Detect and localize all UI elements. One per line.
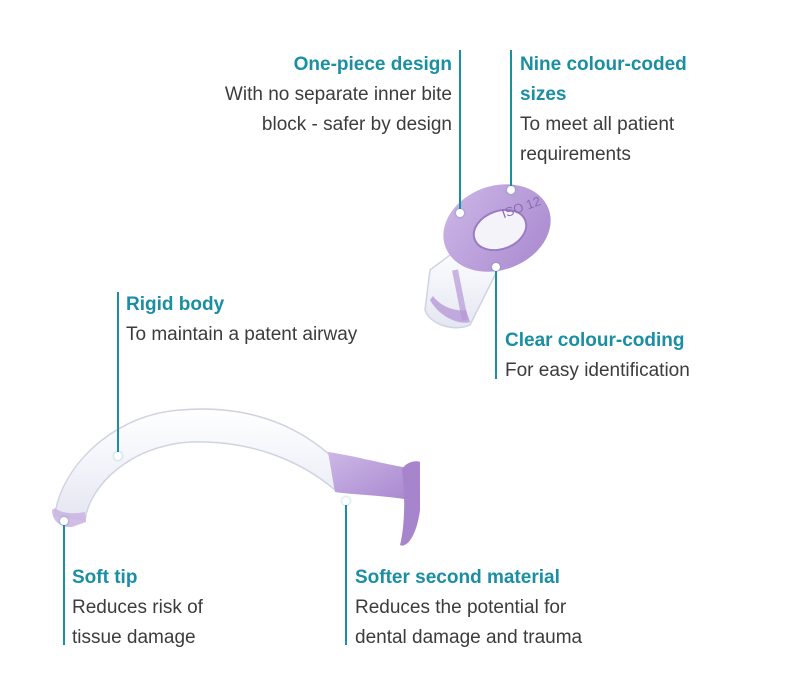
callout-rigid-body-desc: To maintain a patent airway — [126, 324, 358, 345]
leader-dot-soft-tip — [60, 517, 68, 525]
leader-one-piece — [459, 50, 461, 215]
leader-dot-one-piece — [456, 209, 464, 217]
callout-softer-material: Softer second material Reduces the poten… — [355, 563, 582, 653]
airway-second-material — [328, 452, 410, 500]
callout-softer-material-title: Softer second material — [355, 567, 560, 588]
callout-soft-tip: Soft tip Reduces risk of tissue damage — [72, 563, 203, 653]
callout-clear-coding: Clear colour-coding For easy identificat… — [505, 326, 690, 386]
airway-rigid-body — [54, 408, 337, 521]
callout-rigid-body-title: Rigid body — [126, 294, 225, 315]
callout-rigid-body: Rigid body To maintain a patent airway — [126, 290, 357, 350]
leader-softer-material — [345, 500, 347, 645]
airway-flange-side — [400, 461, 420, 546]
callout-soft-tip-title: Soft tip — [72, 567, 138, 588]
callout-nine-sizes-title-2: sizes — [520, 84, 567, 105]
callout-soft-tip-desc-1: Reduces risk of — [72, 597, 203, 618]
callout-nine-sizes-desc-2: requirements — [520, 144, 631, 165]
leader-dot-rigid-body — [114, 452, 122, 460]
callout-one-piece: One-piece design With no separate inner … — [225, 50, 452, 140]
callout-nine-sizes-desc-1: To meet all patient — [520, 114, 675, 135]
callout-softer-material-desc-1: Reduces the potential for — [355, 597, 567, 618]
callout-clear-coding-title: Clear colour-coding — [505, 330, 685, 351]
callout-one-piece-title: One-piece design — [293, 54, 452, 75]
callout-one-piece-desc-1: With no separate inner bite — [224, 84, 452, 105]
callout-soft-tip-desc-2: tissue damage — [72, 627, 196, 648]
leader-clear-coding — [495, 266, 497, 379]
callout-clear-coding-desc: For easy identification — [505, 360, 690, 381]
leader-dot-softer-material — [342, 497, 350, 505]
callout-softer-material-desc-2: dental damage and trauma — [355, 627, 583, 648]
callout-one-piece-desc-2: block - safer by design — [261, 114, 452, 135]
leader-dot-clear-coding — [492, 263, 500, 271]
leader-rigid-body — [117, 292, 119, 456]
leader-dot-nine-sizes — [507, 186, 515, 194]
leader-nine-sizes — [510, 50, 512, 192]
callout-nine-sizes-title-1: Nine colour-coded — [520, 54, 687, 75]
leader-soft-tip — [63, 520, 65, 645]
callout-nine-sizes: Nine colour-coded sizes To meet all pati… — [520, 50, 687, 170]
